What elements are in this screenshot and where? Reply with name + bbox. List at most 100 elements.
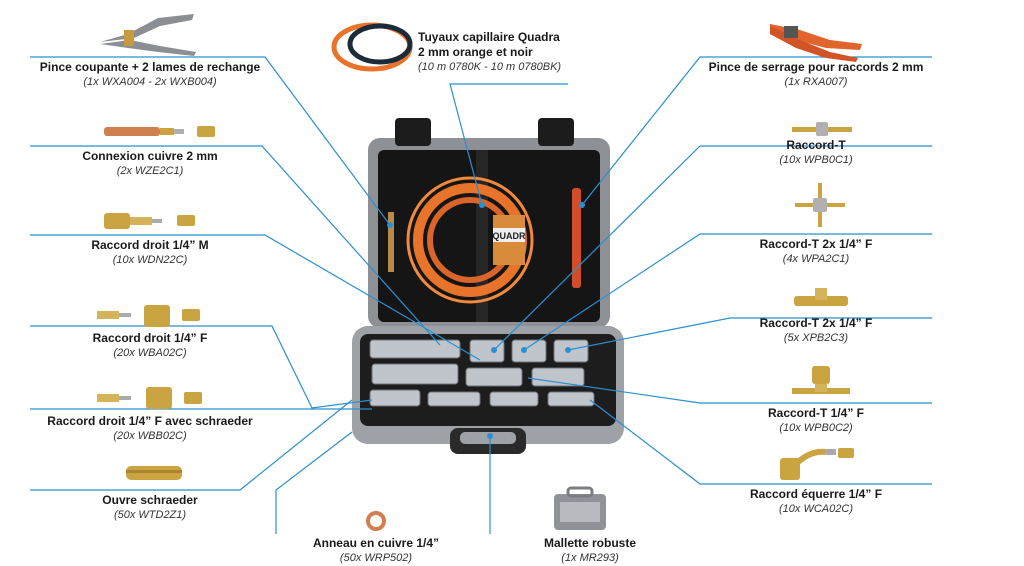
tee-fitting-single-icon [792, 366, 850, 394]
copper-connection-icon [104, 126, 215, 137]
leader-line [523, 233, 932, 351]
case-compartment [465, 367, 523, 387]
label-title: Ouvre schraeder [102, 493, 198, 507]
crimper-in-case [572, 188, 581, 288]
case-compartment [371, 363, 459, 385]
label-title: Anneau en cuivre 1/4” [312, 536, 440, 550]
label-title-line2: 2 mm orange et noir [418, 45, 533, 59]
label-pince-coupante: Pince coupante + 2 lames de rechange (1x… [30, 60, 270, 90]
label-anneau-cuivre: Anneau en cuivre 1/4” (50x WRP502) [276, 536, 476, 566]
case-compartment [489, 391, 539, 407]
leader-dots [387, 202, 585, 439]
label-raccord-droit-f: Raccord droit 1/4” F (20x WBA02C) [30, 331, 270, 361]
leader-line [449, 83, 568, 206]
label-code: (10x WCA02C) [779, 503, 853, 515]
label-title: Raccord-T 2x 1/4” F [759, 316, 873, 330]
leader-line [30, 145, 441, 346]
label-tuyaux: Tuyaux capillaire Quadra 2 mm orange et … [418, 30, 578, 75]
leader-dot [521, 347, 527, 353]
leader-line [567, 317, 932, 351]
label-title: Raccord-T [786, 138, 846, 152]
label-raccord-equerre: Raccord équerre 1/4” F (10x WCA02C) [700, 487, 932, 517]
copper-ring-icon [366, 511, 386, 531]
label-title: Raccord équerre 1/4” F [749, 487, 883, 501]
crimping-pliers-icon [770, 24, 862, 62]
label-title: Raccord droit 1/4” M [91, 238, 209, 252]
schraeder-opener-icon [126, 466, 182, 480]
case-compartment [547, 391, 595, 407]
case-compartment [469, 339, 505, 363]
mini-case-icon [554, 486, 606, 530]
cutter-in-case [388, 212, 394, 272]
case-compartment [369, 339, 461, 359]
straight-fitting-female-icon [97, 305, 200, 327]
label-code: (1x WXA004 - 2x WXB004) [83, 76, 217, 88]
case-latch-left [395, 118, 431, 146]
label-code: (10x WDN22C) [112, 254, 188, 266]
case-compartment [511, 339, 547, 363]
case-compartment [531, 367, 585, 387]
label-raccord-t-1: Raccord-T 1/4” F (10x WPB0C2) [700, 406, 932, 436]
leader-dot [487, 433, 493, 439]
label-title: Raccord droit 1/4” F avec schraeder [47, 414, 253, 428]
schraeder-fitting-icon [97, 387, 202, 409]
tube-coil-icon [331, 22, 413, 72]
label-code: (10x WPB0C2) [779, 422, 853, 434]
tee-fitting-2x-icon [794, 288, 848, 306]
label-code: (1x MR293) [561, 552, 619, 564]
tube-package-band [493, 228, 525, 242]
leader-lines [30, 56, 932, 534]
leader-line [589, 399, 932, 485]
case-compartments [369, 339, 595, 407]
cross-fitting-icon [795, 183, 845, 227]
case-compartment [427, 391, 481, 407]
leader-dot [565, 347, 571, 353]
case-latch-right [538, 118, 574, 146]
leader-dot [479, 202, 485, 208]
leader-dot [491, 347, 497, 353]
label-pince-serrage: Pince de serrage pour raccords 2 mm (1x … [700, 60, 932, 90]
leader-line [30, 399, 353, 491]
leader-line [30, 56, 391, 226]
case-compartment [553, 339, 589, 363]
label-title: Tuyaux capillaire Quadra [418, 30, 560, 44]
label-code: (2x WZE2C1) [116, 165, 184, 177]
label-code: (50x WRP502) [339, 552, 413, 564]
label-title: Mallette robuste [543, 536, 636, 550]
label-title: Raccord-T 2x 1/4” F [759, 237, 873, 251]
case-compartment [369, 389, 421, 407]
leader-line [527, 377, 932, 404]
label-raccord-t-2x-wpa: Raccord-T 2x 1/4” F (4x WPA2C1) [700, 237, 932, 267]
label-code: (1x RXA007) [784, 76, 848, 88]
label-code: (50x WTD2Z1) [113, 509, 187, 521]
leader-line [493, 145, 932, 351]
label-raccord-t-2x-xpb: Raccord-T 2x 1/4” F (5x XPB2C3) [700, 316, 932, 346]
label-raccord-t: Raccord-T (10x WPB0C1) [700, 138, 932, 168]
leader-dot [387, 222, 393, 228]
leader-dot [579, 202, 585, 208]
case-illustration: QUADR [352, 118, 624, 454]
tube-coil-outer [406, 176, 534, 304]
cutting-pliers-icon [100, 14, 196, 56]
label-code: (4x WPA2C1) [782, 253, 850, 265]
label-code: (20x WBA02C) [113, 347, 187, 359]
label-title: Raccord droit 1/4” F [92, 331, 208, 345]
case-package-label: QUADR [493, 231, 526, 241]
label-title: Connexion cuivre 2 mm [82, 149, 218, 163]
straight-fitting-male-icon [104, 213, 195, 229]
label-title: Raccord-T 1/4” F [767, 406, 865, 420]
label-code: (10 m 0780K - 10 m 0780BK) [418, 61, 562, 73]
leader-line [30, 234, 481, 361]
leader-line [275, 431, 353, 534]
label-raccord-droit-f-schraeder: Raccord droit 1/4” F avec schraeder (20x… [30, 414, 270, 444]
label-title: Pince coupante + 2 lames de rechange [39, 60, 261, 74]
elbow-fitting-icon [780, 448, 854, 480]
label-title: Pince de serrage pour raccords 2 mm [708, 60, 924, 74]
label-ouvre-schraeder: Ouvre schraeder (50x WTD2Z1) [30, 493, 270, 523]
label-code: (10x WPB0C1) [779, 154, 853, 166]
leader-line [581, 56, 932, 206]
label-raccord-droit-m: Raccord droit 1/4” M (10x WDN22C) [30, 238, 270, 268]
label-code: (5x XPB2C3) [783, 332, 849, 344]
